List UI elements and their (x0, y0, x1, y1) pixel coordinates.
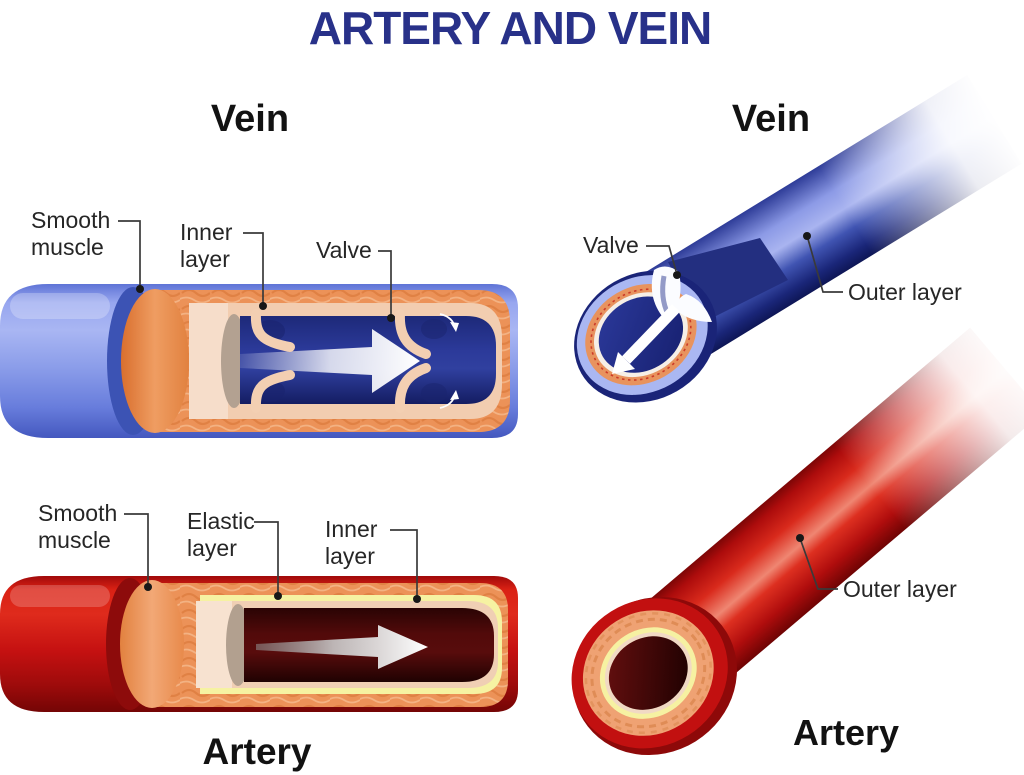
leader-line (124, 513, 149, 584)
label-valve: Valve (316, 237, 372, 263)
vein-3d-heading: Vein (732, 98, 810, 140)
valve-sinus-shadow (421, 319, 447, 339)
artery-open-end (571, 597, 737, 756)
leader-line (800, 540, 838, 590)
label-smooth-muscle: Smooth (38, 500, 117, 526)
label-dot (274, 592, 282, 600)
artery-open-muscle-texture (584, 612, 712, 735)
label-outer-layer: Outer layer (848, 279, 962, 305)
label-dot (136, 285, 144, 293)
artery-smooth-muscle-face (120, 580, 184, 708)
leader-line (807, 238, 843, 293)
artery-longitudinal-vessel (0, 576, 518, 712)
valve-flap (250, 309, 295, 352)
label-dot (144, 583, 152, 591)
label-inner-layer: Inner (180, 219, 233, 245)
vein-tube-fade (817, 71, 1024, 257)
valve-sinus-shadow (421, 383, 447, 403)
label-dot (673, 271, 681, 279)
blood-flow-arrow (240, 329, 420, 393)
leader-line (118, 220, 141, 286)
leader-line (390, 529, 418, 596)
label-inner-layer: Inner (325, 516, 378, 542)
label-dot (796, 534, 804, 542)
vein-cap-highlight (10, 293, 110, 319)
leader-line (378, 250, 392, 315)
vein-longitudinal-vessel (0, 284, 518, 438)
valve-flap (250, 370, 295, 413)
vein-section-heading: Vein (211, 98, 289, 140)
backflow-arrowhead-icon (450, 322, 459, 332)
label-inner-layer: layer (325, 543, 375, 569)
leader-line (646, 245, 677, 272)
label-dot (387, 314, 395, 322)
label-elastic-layer: Elastic (187, 508, 255, 534)
valve-flap (394, 309, 431, 359)
label-smooth-muscle: muscle (38, 527, 111, 553)
artery-3d-tube (642, 313, 1024, 692)
label-dot (413, 595, 421, 603)
artery-open-lumen (608, 636, 688, 710)
diagram-title: ARTERY AND VEIN (309, 2, 711, 54)
valve-flap (394, 363, 431, 413)
flow-arrowhead (612, 352, 635, 374)
backflow-arrowhead-icon (450, 390, 459, 400)
artery-3d-caption: Artery (793, 712, 899, 753)
artery-cap-highlight (10, 585, 110, 607)
leader-line (243, 232, 264, 303)
vein-3d-panel: Vein Valve Outer layer (574, 71, 1024, 403)
label-smooth-muscle: muscle (31, 234, 104, 260)
label-dot (259, 302, 267, 310)
vein-smooth-muscle-face (121, 289, 189, 433)
artery-longitudinal-panel: Smooth muscle Elastic layer Inner layer … (0, 500, 518, 772)
label-outer-layer: Outer layer (843, 576, 957, 602)
artery-open-muscle-texture (590, 617, 707, 729)
label-valve: Valve (583, 232, 639, 258)
label-inner-layer: layer (180, 246, 230, 272)
label-smooth-muscle: Smooth (31, 207, 110, 233)
flow-arrow-shaft (622, 304, 680, 364)
valve-leaflet (676, 294, 712, 322)
artery-section-caption: Artery (203, 731, 312, 772)
vein-longitudinal-panel: Vein Smoo (0, 98, 518, 438)
artery-tube-fade (832, 313, 1024, 531)
blood-flow-arrow (256, 625, 428, 669)
leader-line (254, 521, 279, 593)
label-elastic-layer: layer (187, 535, 237, 561)
artery-3d-panel: Outer layer Artery (571, 313, 1024, 756)
label-dot (803, 232, 811, 240)
